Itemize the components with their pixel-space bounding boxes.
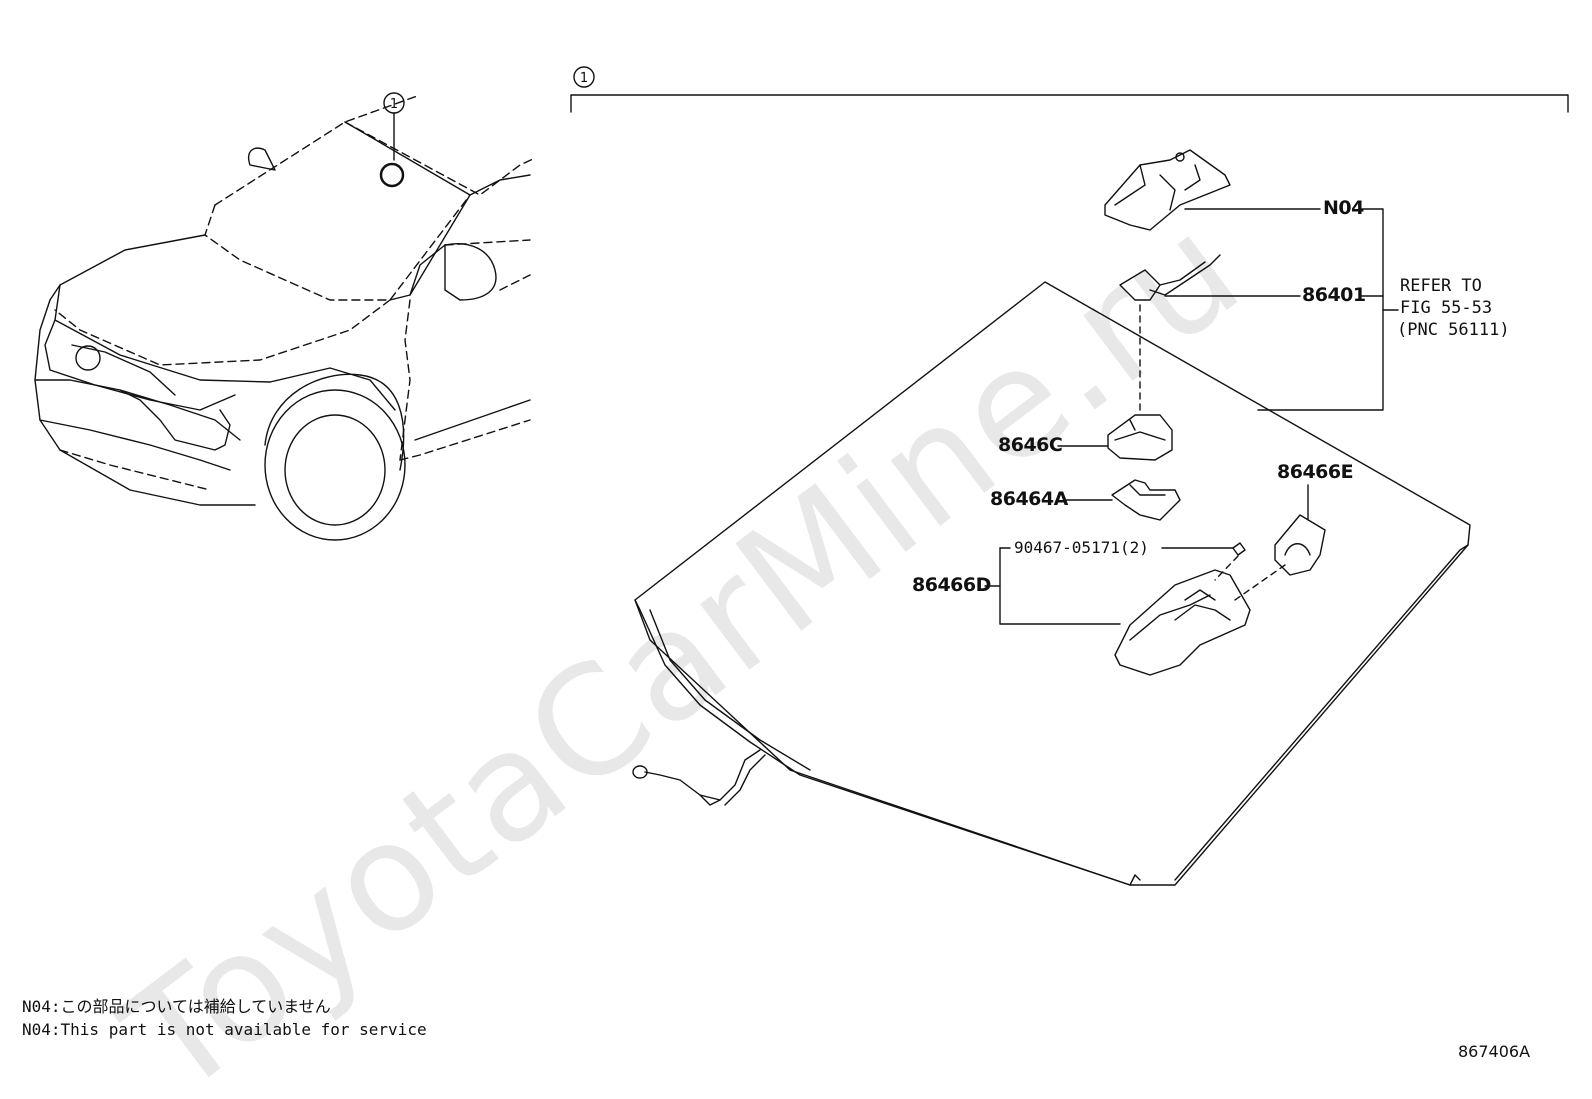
windshield-glass [632,281,1471,886]
label-86464a: 86464A [990,488,1068,510]
label-n04: N04 [1323,197,1364,219]
note-japanese: N04:この部品については補給していません [22,997,331,1016]
part-86401 [1119,254,1301,411]
camera-location-marker [379,162,405,188]
label-8646c: 8646C [998,434,1063,456]
label-refer-line1: REFER TO [1400,276,1482,296]
vehicle-illustration [34,92,536,541]
label-86401: 86401 [1302,284,1366,306]
part-86466d-cover [999,569,1251,676]
refer-bracket [1257,208,1384,411]
part-n04-bracket [1104,149,1321,231]
part-8646c [1057,414,1173,461]
note-english: N04:This part is not available for servi… [22,1020,427,1039]
callout-number-vehicle: 1 [390,97,398,112]
part-86466e [1274,484,1326,576]
label-86466e: 86466E [1277,461,1354,483]
label-refer-line3: (PNC 56111) [1397,320,1510,340]
part-86464a [1064,479,1181,521]
part-90467-clip [1232,542,1246,556]
label-refer-line2: FIG 55-53 [1400,298,1493,318]
callout-number-assembly: 1 [580,71,588,86]
label-86466d: 86466D [912,574,991,596]
assembly-bracket-line [570,94,1569,113]
figure-code: 867406A [1458,1042,1531,1061]
label-90467-05171: 90467-05171(2) [1014,538,1149,557]
callout-circle-assembly [573,66,595,88]
